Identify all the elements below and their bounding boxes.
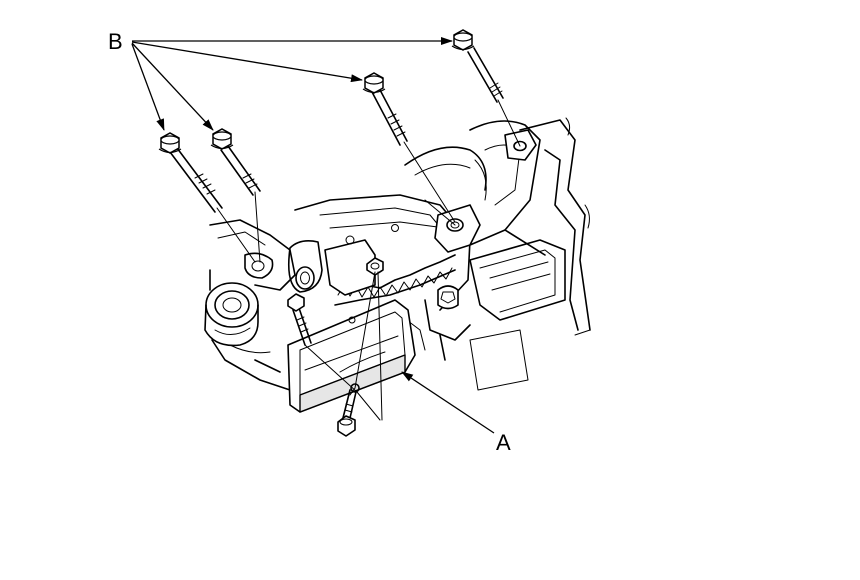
bolt-b-upper-center [362,72,408,146]
install-guide-lines [216,99,521,421]
callout-a-label: A [496,430,511,455]
small-bolt-bottom [337,389,357,437]
bolt-b-far-left [158,132,223,213]
bolt-b-far-right [451,29,504,103]
callout-b: B [108,29,453,131]
housing-outline [204,117,591,391]
small-bolt-top [366,257,384,276]
bolt-b-left-center [210,128,261,196]
small-bolt-left [287,293,312,346]
callout-a: A [401,371,511,455]
callout-b-label: B [108,29,123,54]
cover-plate-a [287,299,416,413]
